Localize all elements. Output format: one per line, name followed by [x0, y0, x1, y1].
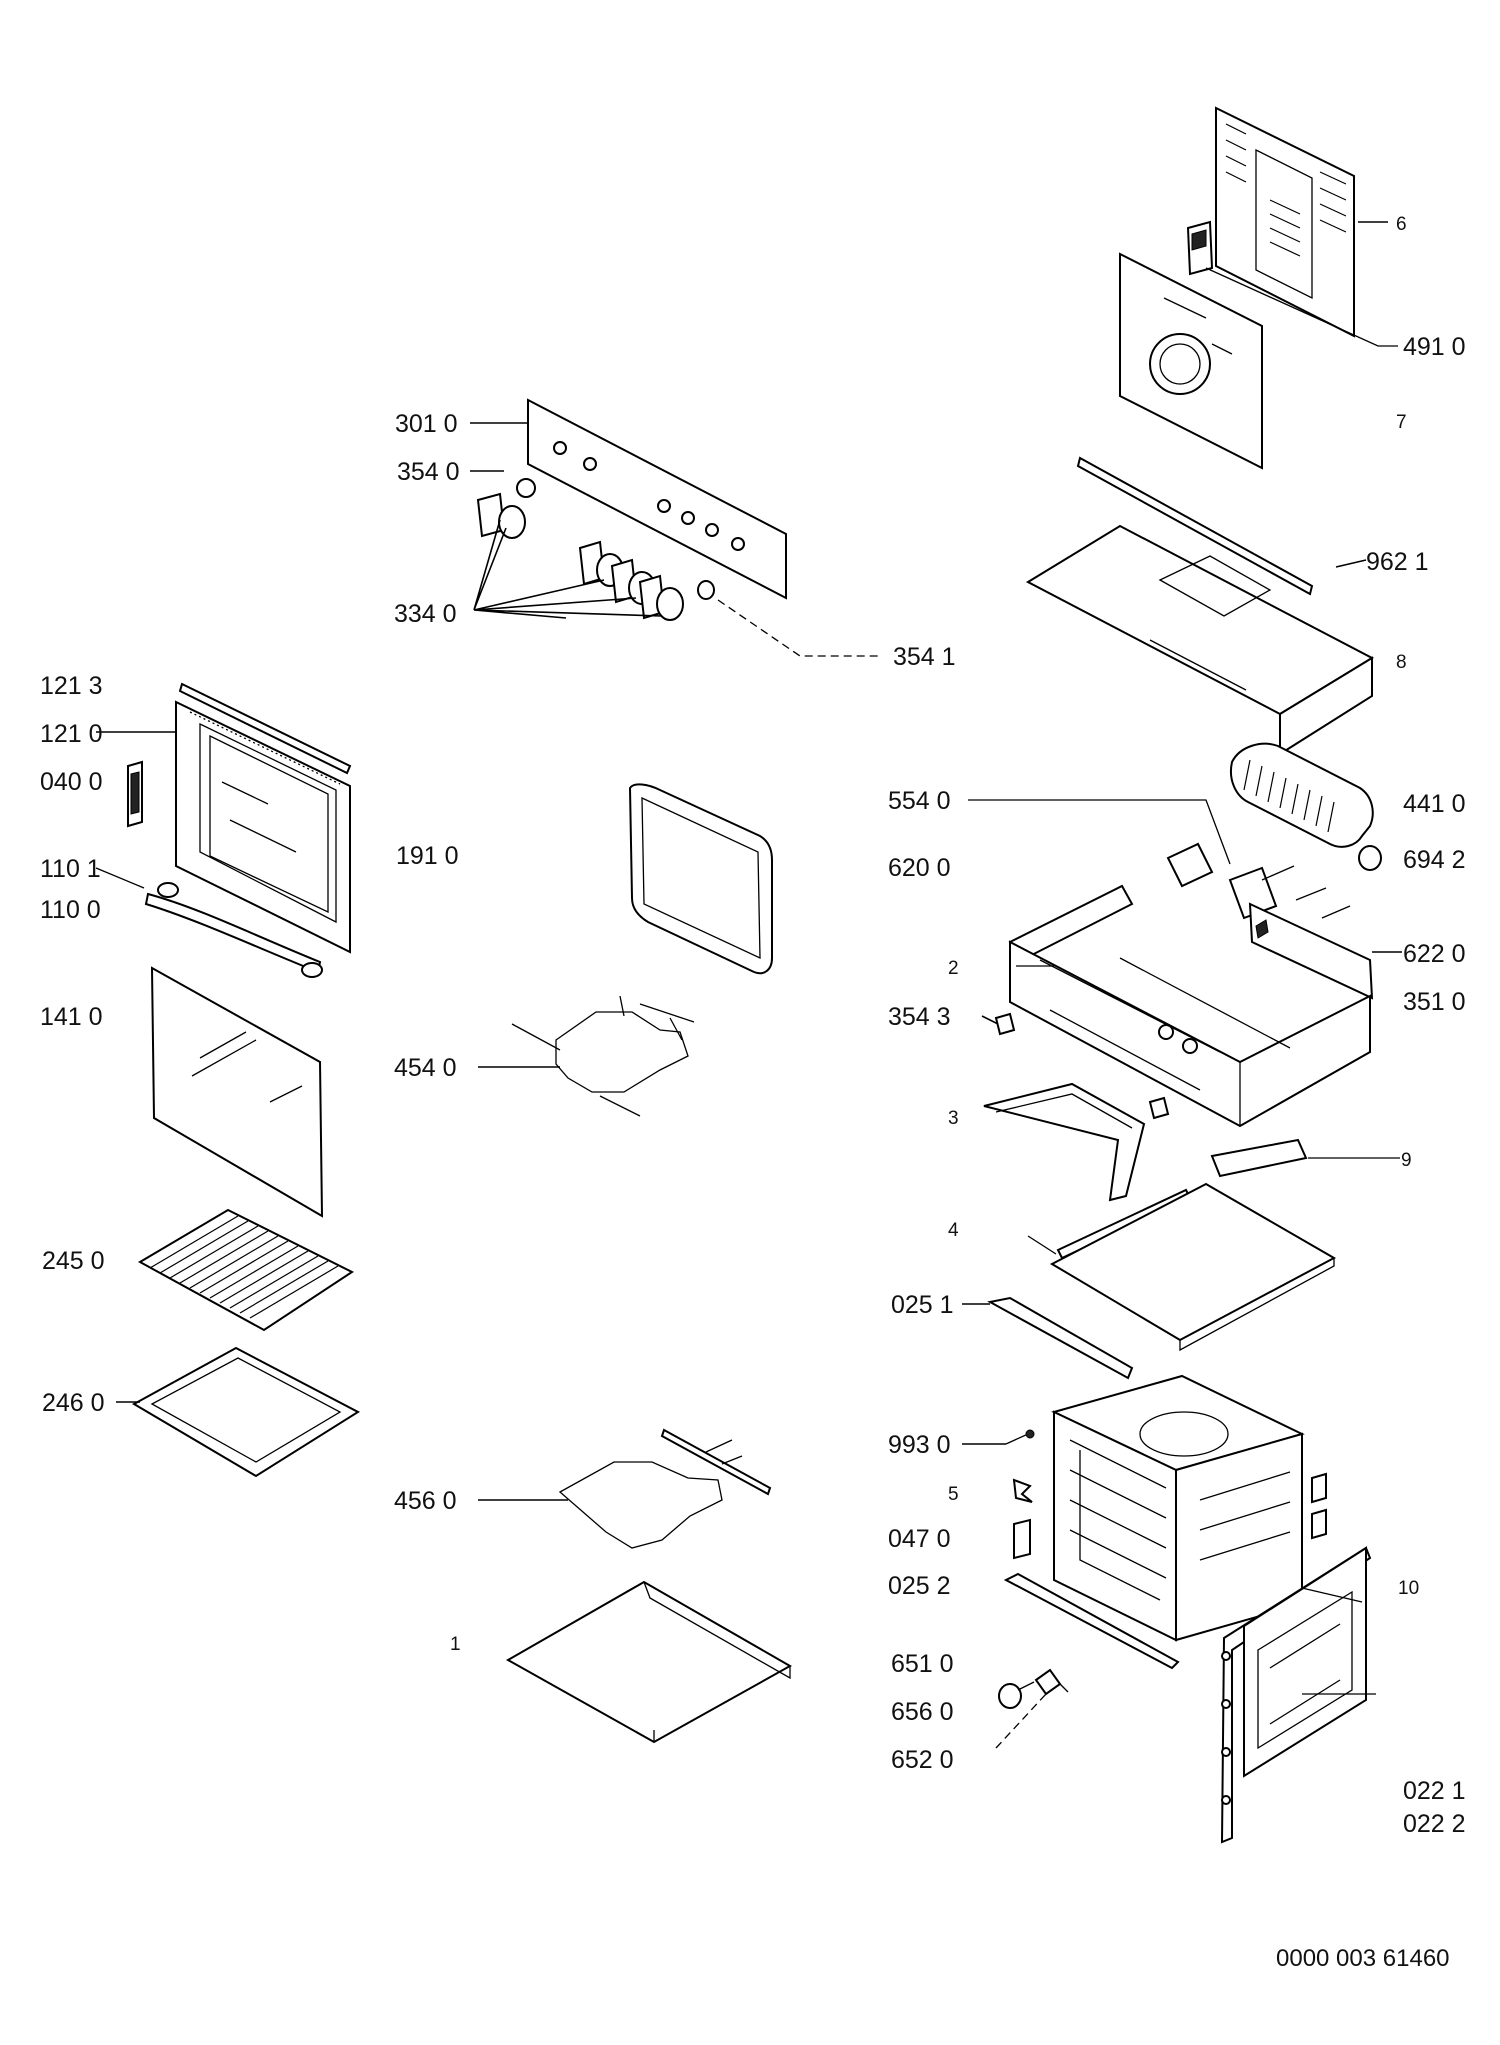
label-10: 10 — [1398, 1578, 1419, 1599]
fan-motor — [1230, 742, 1374, 848]
lamp-holder — [1012, 1478, 1033, 1503]
label-993-0: 993 0 — [888, 1431, 951, 1459]
lamp-socket — [1013, 1518, 1031, 1560]
label-245-0: 245 0 — [42, 1247, 105, 1275]
label-047-0: 047 0 — [888, 1525, 951, 1553]
label-141-0: 141 0 — [40, 1003, 103, 1031]
label-491-0: 491 0 — [1403, 333, 1466, 361]
oven-door-frame — [175, 700, 351, 954]
baking-tray — [131, 1346, 361, 1478]
door-glass-panel — [150, 966, 324, 1218]
side-door-frame — [1220, 1546, 1372, 1844]
thermostat — [1166, 842, 1214, 888]
label-025-1: 025 1 — [891, 1291, 954, 1319]
oven-lamp-assembly — [998, 1668, 1069, 1709]
label-8: 8 — [1396, 652, 1407, 673]
label-554-0: 554 0 — [888, 787, 951, 815]
label-351-0: 351 0 — [1403, 988, 1466, 1016]
label-622-0: 622 0 — [1403, 940, 1466, 968]
fan-cover-bracket — [1210, 1138, 1308, 1178]
control-knobs — [476, 492, 684, 621]
small-screw — [1005, 1429, 1035, 1445]
switch-block — [1228, 865, 1374, 1000]
label-4: 4 — [948, 1220, 959, 1241]
label-354-0: 354 0 — [397, 458, 460, 486]
label-441-0: 441 0 — [1403, 790, 1466, 818]
cavity-hinge-bracket — [1311, 1472, 1327, 1540]
label-110-1: 110 1 — [40, 855, 101, 883]
control-panel — [527, 398, 787, 600]
label-1: 1 — [450, 1634, 461, 1655]
label-656-0: 656 0 — [891, 1698, 954, 1726]
door-hinge — [127, 760, 143, 828]
lower-rail — [1003, 1572, 1180, 1670]
part-labels: 121 3 121 0 040 0 110 1 110 0 141 0 245 … — [40, 214, 1466, 1972]
label-121-0: 121 0 — [40, 720, 103, 748]
label-9: 9 — [1401, 1150, 1412, 1171]
label-110-0: 110 0 — [40, 896, 101, 924]
panel-knob-cap — [516, 478, 715, 600]
chassis-screw — [994, 1012, 1170, 1120]
document-number: 0000 003 61460 — [1276, 1945, 1450, 1972]
oven-chassis — [1008, 884, 1371, 1128]
label-025-2: 025 2 — [888, 1572, 951, 1600]
label-456-0: 456 0 — [394, 1487, 457, 1515]
label-7: 7 — [1396, 412, 1407, 433]
label-694-2: 694 2 — [1403, 846, 1466, 874]
insulation-strip — [1076, 456, 1314, 596]
oven-cavity — [1051, 1374, 1305, 1642]
oven-bottom-cover — [505, 1580, 793, 1744]
label-121-3: 121 3 — [40, 672, 103, 700]
clock-timer-module — [1186, 220, 1214, 276]
heating-element-lower — [558, 1428, 772, 1549]
leader-lines — [95, 221, 1402, 1749]
rear-housing-panel — [1119, 252, 1263, 470]
bottom-element-cover — [983, 1082, 1146, 1202]
label-454-0: 454 0 — [394, 1054, 457, 1082]
label-2: 2 — [948, 958, 959, 979]
label-354-1: 354 1 — [893, 643, 956, 671]
label-040-0: 040 0 — [40, 768, 103, 796]
door-handle — [144, 882, 323, 978]
side-rail — [987, 1296, 1134, 1380]
label-651-0: 651 0 — [891, 1650, 954, 1678]
label-962-1: 962 1 — [1366, 548, 1429, 576]
label-191-0: 191 0 — [396, 842, 459, 870]
top-cover-plate — [1025, 524, 1375, 756]
label-6: 6 — [1396, 214, 1407, 235]
door-seal-gasket — [628, 783, 773, 975]
label-301-0: 301 0 — [395, 410, 458, 438]
wire-grill-rack — [137, 1208, 354, 1332]
inner-side-panel — [1049, 1182, 1337, 1352]
label-3: 3 — [948, 1108, 959, 1129]
label-620-0: 620 0 — [888, 854, 951, 882]
lamp-cap — [1358, 845, 1382, 871]
door-trim-strip — [178, 682, 352, 775]
label-334-0: 334 0 — [394, 600, 457, 628]
label-354-3: 354 3 — [888, 1003, 951, 1031]
label-5: 5 — [948, 1484, 959, 1505]
label-022-1: 022 1 — [1403, 1777, 1466, 1805]
label-246-0: 246 0 — [42, 1389, 105, 1417]
label-022-2: 022 2 — [1403, 1810, 1466, 1838]
rear-label-panel — [1215, 106, 1355, 338]
label-652-0: 652 0 — [891, 1746, 954, 1774]
heating-element-upper — [511, 995, 695, 1117]
